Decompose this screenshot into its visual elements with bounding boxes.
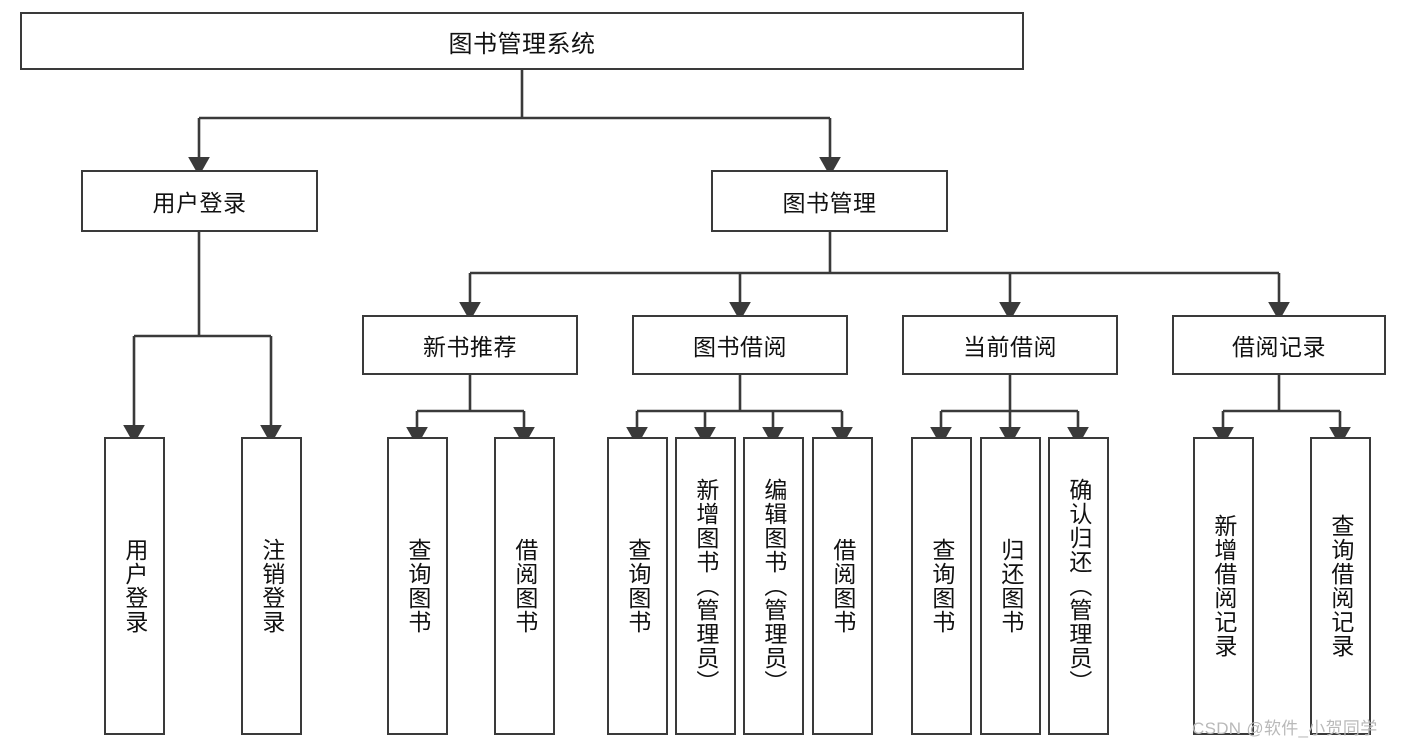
- node-label: 用户登录: [152, 190, 247, 216]
- leaf-current-confirm-return-admin[interactable]: 确认归还（管理员）: [1048, 437, 1109, 735]
- node-user-login-module[interactable]: 用户登录: [81, 170, 318, 232]
- node-label: 借阅记录: [1232, 334, 1326, 360]
- node-label: 借阅图书: [511, 538, 538, 634]
- node-label: 查询图书: [404, 538, 431, 634]
- node-label: 归还图书: [997, 538, 1024, 634]
- leaf-record-add[interactable]: 新增借阅记录: [1193, 437, 1254, 735]
- leaf-user-logout[interactable]: 注销登录: [241, 437, 302, 735]
- leaf-user-login[interactable]: 用户登录: [104, 437, 165, 735]
- leaf-borrow-edit-book-admin[interactable]: 编辑图书（管理员）: [743, 437, 804, 735]
- leaf-current-query-book[interactable]: 查询图书: [911, 437, 972, 735]
- node-label: 图书管理系统: [448, 30, 596, 58]
- node-book-borrow[interactable]: 图书借阅: [632, 315, 848, 375]
- node-label: 注销登录: [258, 538, 285, 634]
- node-new-book-recommend[interactable]: 新书推荐: [362, 315, 578, 375]
- node-book-management-module[interactable]: 图书管理: [711, 170, 948, 232]
- leaf-new-borrow-book[interactable]: 借阅图书: [494, 437, 555, 735]
- node-label: 编辑图书（管理员）: [760, 478, 787, 694]
- leaf-borrow-query-book[interactable]: 查询图书: [607, 437, 668, 735]
- node-label: 图书借阅: [693, 334, 787, 360]
- node-borrow-record[interactable]: 借阅记录: [1172, 315, 1386, 375]
- node-label: 图书管理: [782, 190, 877, 216]
- leaf-new-query-book[interactable]: 查询图书: [387, 437, 448, 735]
- node-label: 查询图书: [624, 538, 651, 634]
- node-label: 查询图书: [928, 538, 955, 634]
- node-label: 确认归还（管理员）: [1065, 478, 1092, 694]
- leaf-record-query[interactable]: 查询借阅记录: [1310, 437, 1371, 735]
- node-label: 用户登录: [121, 538, 148, 634]
- node-root-system[interactable]: 图书管理系统: [20, 12, 1024, 70]
- node-label: 新书推荐: [423, 334, 517, 360]
- leaf-current-return-book[interactable]: 归还图书: [980, 437, 1041, 735]
- csdn-watermark: CSDN @软件_小贺同学: [1192, 719, 1378, 738]
- leaf-borrow-add-book-admin[interactable]: 新增图书（管理员）: [675, 437, 736, 735]
- node-label: 新增借阅记录: [1210, 514, 1237, 658]
- node-label: 当前借阅: [963, 334, 1057, 360]
- node-label: 新增图书（管理员）: [692, 478, 719, 694]
- node-label: 查询借阅记录: [1327, 514, 1354, 658]
- leaf-borrow-lend-book[interactable]: 借阅图书: [812, 437, 873, 735]
- node-label: 借阅图书: [829, 538, 856, 634]
- node-current-borrow[interactable]: 当前借阅: [902, 315, 1118, 375]
